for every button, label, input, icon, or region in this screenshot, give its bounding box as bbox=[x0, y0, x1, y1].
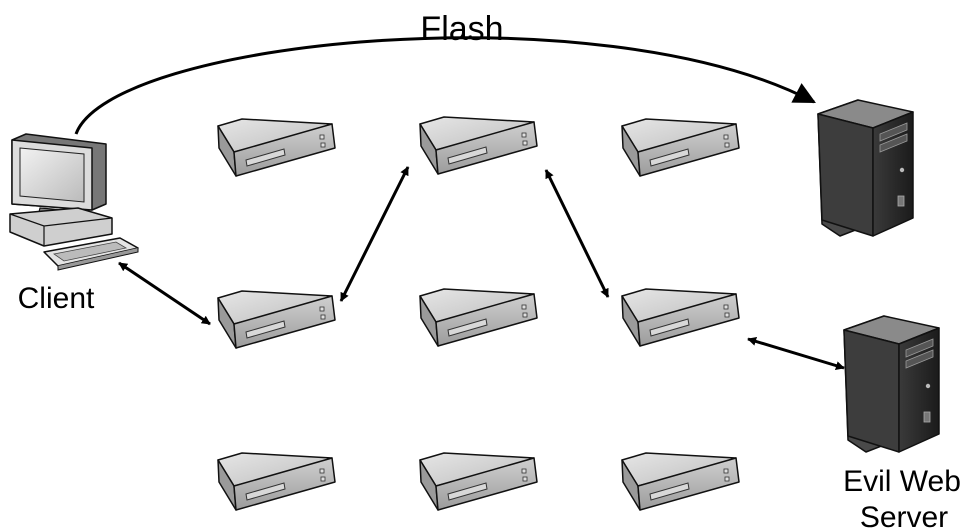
relay-node-3-2-icon bbox=[415, 451, 542, 513]
client-computer-icon bbox=[9, 133, 139, 271]
flash-arc-arrow bbox=[74, 36, 816, 135]
evil-server-label-line2: Server bbox=[860, 501, 948, 531]
relay-node-1-1-icon bbox=[213, 117, 340, 179]
relay-node-2-3-icon bbox=[617, 287, 744, 349]
client-to-relay-arrow bbox=[118, 261, 211, 326]
evil-server-label-line1: Evil Web bbox=[843, 465, 961, 498]
relay-1-2-to-2-3-arrow bbox=[544, 169, 610, 298]
flash-server-icon bbox=[817, 99, 914, 237]
relay-node-3-1-icon bbox=[213, 451, 340, 513]
relay-2-1-to-1-2-arrow bbox=[339, 166, 410, 302]
flash-label: Flash bbox=[420, 10, 503, 48]
evil-web-server-icon bbox=[843, 315, 940, 453]
client-label: Client bbox=[18, 282, 95, 315]
relay-node-2-1-icon bbox=[213, 289, 340, 351]
relay-node-1-2-icon bbox=[415, 115, 542, 177]
relay-node-1-3-icon bbox=[617, 117, 744, 179]
relay-node-3-3-icon bbox=[617, 451, 744, 513]
relay-node-2-2-icon bbox=[415, 287, 542, 349]
relay-2-3-to-evil-server-arrow bbox=[747, 337, 845, 370]
